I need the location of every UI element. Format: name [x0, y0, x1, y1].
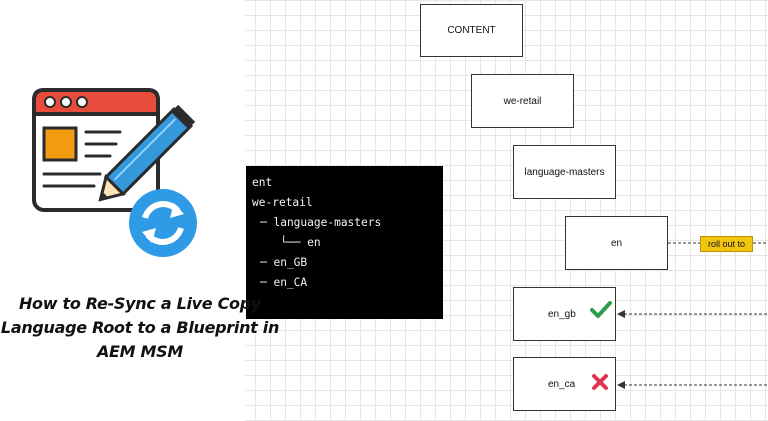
edit-sync-icon: [32, 88, 197, 257]
headline-line-3: AEM MSM: [96, 342, 184, 361]
check-icon: [590, 301, 612, 318]
cross-icon: [592, 374, 608, 390]
illustration-panel: How to Re-Sync a Live Copy Language Root…: [0, 0, 279, 421]
tree-line: ─ en_GB: [260, 256, 308, 269]
node-content: CONTENT: [420, 4, 523, 57]
tree-line: └── en: [260, 236, 321, 249]
headline-line-1: How to Re-Sync a Live Copy: [18, 294, 262, 313]
tree-line: ─ language-masters: [260, 216, 382, 229]
node-language-masters: language-masters: [513, 145, 616, 199]
headline: How to Re-Sync a Live Copy Language Root…: [0, 292, 280, 364]
node-we-retail: we-retail: [471, 74, 574, 128]
node-en: en: [565, 216, 668, 270]
node-en-ca: en_ca: [513, 357, 616, 411]
diagram-canvas: [225, 0, 768, 421]
tree-line: ent: [252, 176, 273, 189]
node-en-ca-label: en_ca: [548, 378, 576, 390]
node-en-gb-label: en_gb: [548, 308, 576, 320]
rollout-label: roll out to: [700, 236, 753, 252]
tree-line: ─ en_CA: [260, 276, 308, 289]
headline-line-2: Language Root to a Blueprint in: [0, 318, 280, 337]
terminal-tree: ent we-retail ─ language-masters └── en …: [246, 166, 443, 319]
tree-line: we-retail: [252, 196, 313, 209]
